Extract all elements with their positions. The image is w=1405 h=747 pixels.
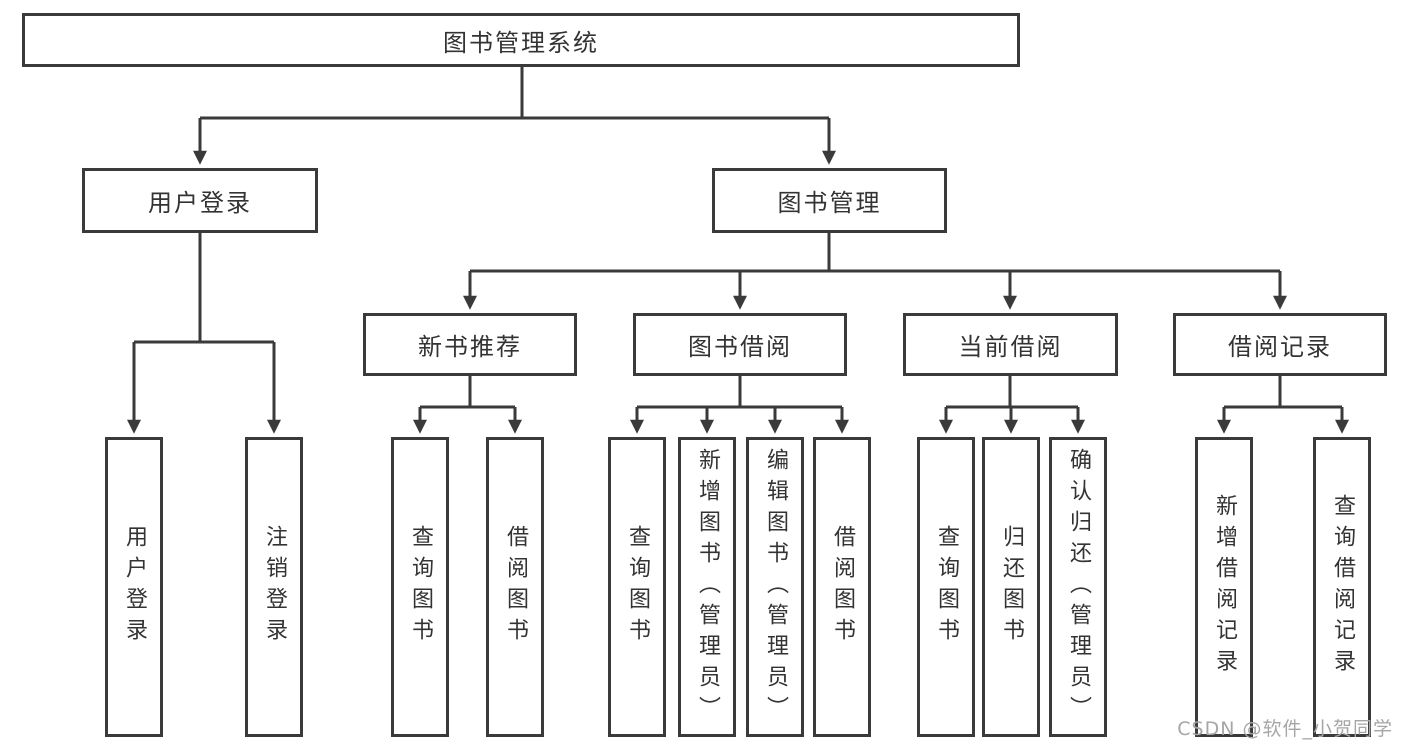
node-borrowing-records: 借阅记录 (1173, 313, 1387, 376)
leaf-borrowing-borrow-label: 借阅图书 (830, 525, 855, 649)
csdn-watermark: CSDN @软件_小贺同学 (1177, 718, 1393, 740)
node-new-book-recommend: 新书推荐 (363, 313, 577, 376)
node-new-book-recommend-label: 新书推荐 (418, 333, 522, 361)
leaf-current-return-label: 归还图书 (999, 525, 1024, 649)
connector-book-mgmt-bar (470, 233, 1280, 273)
leaf-borrowing-edit-label: 编辑图书（管理员） (763, 447, 788, 727)
node-book-borrowing: 图书借阅 (633, 313, 847, 376)
node-borrowing-records-label: 借阅记录 (1228, 333, 1332, 361)
leaf-new-books-query: 查询图书 (391, 437, 449, 737)
connector-new-books-bar (420, 376, 515, 409)
leaf-borrowing-edit: 编辑图书（管理员） (746, 437, 804, 737)
leaf-borrowing-query-label: 查询图书 (625, 525, 650, 649)
connector-user-login-bar (134, 233, 274, 344)
leaf-borrowing-add-label: 新增图书（管理员） (695, 447, 720, 727)
node-book-management: 图书管理 (712, 168, 947, 233)
connector-current-bar (946, 376, 1078, 409)
connector-records-bar (1224, 376, 1342, 409)
leaf-records-add-label: 新增借阅记录 (1212, 494, 1237, 680)
leaf-borrowing-borrow: 借阅图书 (813, 437, 871, 737)
node-root: 图书管理系统 (22, 13, 1020, 67)
node-user-login-label: 用户登录 (148, 189, 252, 217)
node-user-login: 用户登录 (82, 168, 318, 233)
leaf-records-query-label: 查询借阅记录 (1330, 494, 1355, 680)
leaf-user-login: 用户登录 (105, 437, 163, 737)
connector-borrowing-bar (637, 376, 842, 409)
leaf-logout-login-label: 注销登录 (262, 525, 287, 649)
leaf-logout-login: 注销登录 (245, 437, 303, 737)
leaf-current-query: 查询图书 (917, 437, 975, 737)
leaf-records-add: 新增借阅记录 (1195, 437, 1253, 737)
node-book-borrowing-label: 图书借阅 (688, 333, 792, 361)
leaf-current-confirm-label: 确认归还（管理员） (1066, 447, 1091, 727)
node-book-management-label: 图书管理 (777, 189, 882, 217)
node-current-borrowing: 当前借阅 (903, 313, 1118, 376)
leaf-new-books-borrow: 借阅图书 (486, 437, 544, 737)
node-root-label: 图书管理系统 (443, 28, 599, 57)
connector-root-bar (200, 67, 829, 120)
leaf-current-confirm: 确认归还（管理员） (1049, 437, 1107, 737)
leaf-new-books-borrow-label: 借阅图书 (503, 525, 528, 649)
leaf-records-query: 查询借阅记录 (1313, 437, 1371, 737)
node-current-borrowing-label: 当前借阅 (958, 333, 1063, 361)
leaf-borrowing-query: 查询图书 (608, 437, 666, 737)
leaf-new-books-query-label: 查询图书 (408, 525, 433, 649)
leaf-user-login-label: 用户登录 (122, 525, 147, 649)
leaf-current-query-label: 查询图书 (934, 525, 959, 649)
leaf-borrowing-add: 新增图书（管理员） (678, 437, 736, 737)
leaf-current-return: 归还图书 (982, 437, 1040, 737)
